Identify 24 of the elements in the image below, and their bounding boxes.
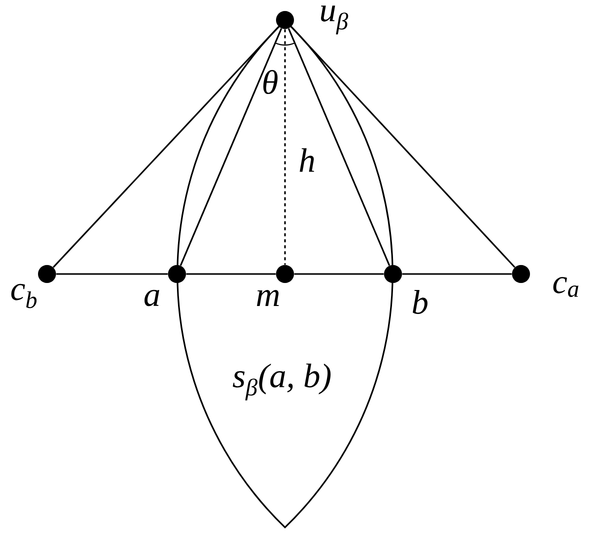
point-label: a — [144, 290, 160, 306]
point-dot — [276, 11, 294, 29]
point-dot — [512, 265, 530, 283]
line-segment — [294, 273, 384, 275]
line-segment — [186, 273, 276, 275]
point-label: b — [412, 290, 428, 314]
point-dot — [276, 265, 294, 283]
line-segment — [180, 28, 282, 266]
point-dot — [168, 265, 186, 283]
point-dot — [384, 265, 402, 283]
line-segment — [284, 29, 286, 265]
math-label: s$_{β}$(a, b) — [232, 364, 331, 400]
math-label: θ — [263, 70, 278, 94]
point-dot — [38, 265, 56, 283]
point-label: u$_{β}$ — [321, 6, 348, 34]
point-label: m — [256, 290, 279, 306]
line-segment — [290, 26, 516, 268]
point-label: c$_{a}$ — [553, 276, 578, 297]
line-segment — [288, 28, 390, 266]
line-segment — [52, 26, 280, 268]
line-segment — [402, 273, 512, 275]
edge-label: h — [300, 148, 314, 172]
line-segment — [56, 273, 168, 275]
point-label: c$_{b}$ — [11, 284, 37, 308]
